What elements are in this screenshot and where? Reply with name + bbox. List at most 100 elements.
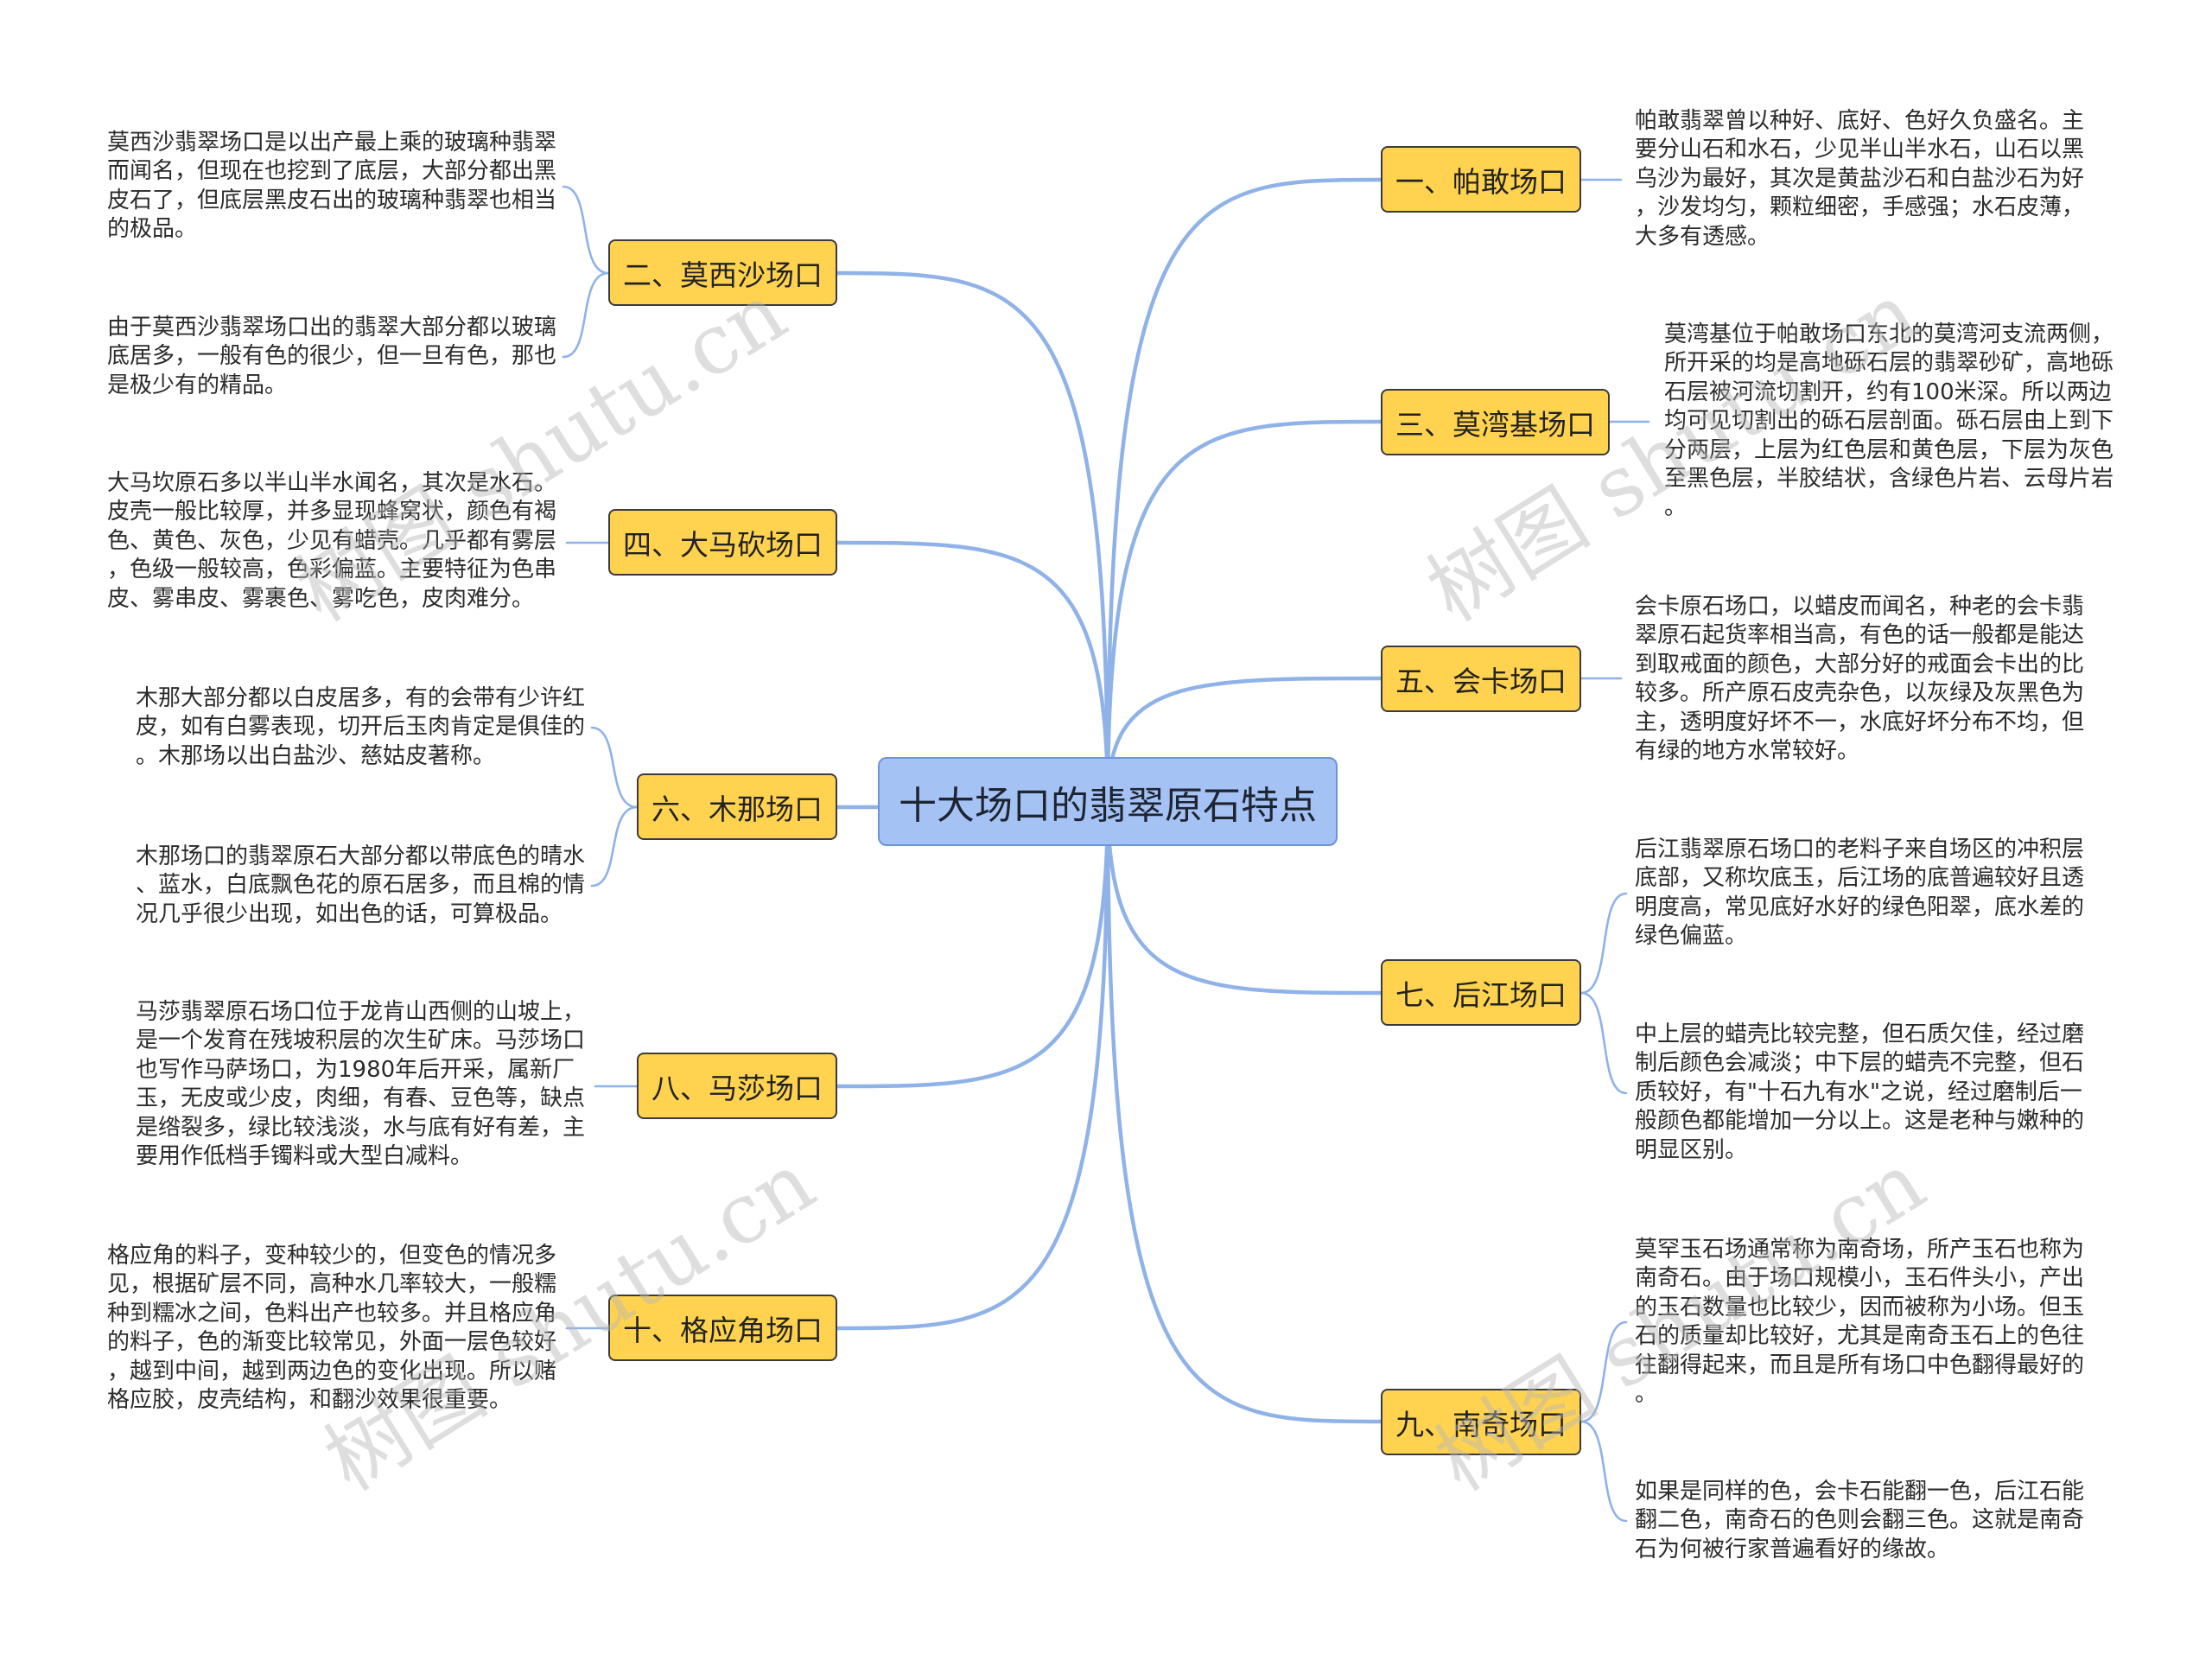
note-moxisha-1: 莫西沙翡翠场口是以出产最上乘的玻璃种翡翠而闻名，但现在也挖到了底层，大部分都出黑…: [107, 129, 556, 245]
note-masha: 马莎翡翠原石场口位于龙肯山西侧的山坡上， 是一个发育在残坡积层的次生矿床。马莎场口…: [136, 998, 585, 1171]
branch-node-masha[interactable]: 八、马莎场口: [637, 1053, 837, 1119]
note-line: 南奇石。由于场口规模小，玉石件头小，产出: [1635, 1265, 2085, 1292]
note-connector-nanqi-2: [1580, 1420, 1628, 1523]
connector-houjiang: [1105, 799, 1383, 996]
note-line: 格应胶，皮壳结构，和翻沙效果很重要。: [107, 1386, 512, 1413]
note-line: 要用作低档手镯料或大型白减料。: [136, 1142, 474, 1169]
note-line: 马莎翡翠原石场口位于龙肯山西侧的山坡上，: [136, 999, 586, 1025]
branch-node-pagan[interactable]: 一、帕敢场口: [1381, 146, 1581, 213]
note-moxisha-2: 由于莫西沙翡翠场口出的翡翠大部分都以玻璃底居多，一般有色的很少，但一旦有色，那也…: [107, 314, 556, 400]
note-houjiang-1: 后江翡翠原石场口的老料子来自场区的冲积层底部，又称坎底玉，后江场的底普遍较好且透…: [1635, 836, 2084, 951]
note-line: 玉，无皮或少皮，肉细，有春、豆色等，缺点: [136, 1085, 586, 1112]
connector-masha: [835, 799, 1110, 1089]
note-line: 由于莫西沙翡翠场口出的翡翠大部分都以玻璃: [107, 315, 557, 340]
note-huika: 会卡原石场口，以蜡皮而闻名，种老的会卡翡翠原石起货率相当高，有色的话一般都是能达…: [1635, 593, 2084, 766]
note-line: 莫西沙翡翠场口是以出产最上乘的玻璃种翡翠: [107, 130, 557, 156]
note-line: 翻二色，南奇石的色则会翻三色。这就是南奇: [1635, 1507, 2085, 1534]
branch-node-huika[interactable]: 五、会卡场口: [1381, 646, 1581, 712]
note-connector-houjiang-1: [1580, 892, 1628, 995]
note-line: 的玉石数量也比较少，因而被称为小场。但玉: [1635, 1294, 2085, 1320]
note-line: 大马坎原石多以半山半水闻名，其次是水石。: [107, 470, 557, 496]
note-line: 至黑色层，半胶结状，含绿色片岩、云母片岩: [1664, 465, 2114, 492]
note-line: 质较好，有"十石九有水"之说，经过磨制后一: [1635, 1078, 2082, 1105]
note-line: 而闻名，但现在也挖到了底层，大部分都出黑: [107, 158, 557, 185]
note-line: 如果是同样的色，会卡石能翻一色，后江石能: [1635, 1479, 2085, 1505]
note-line: ，越到中间，越到两边色的变化出现。所以赌: [107, 1358, 557, 1384]
note-mowanji: 莫湾基位于帕敢场口东北的莫湾河支流两侧， 所开采的均是高地砾石层的翡翠砂矿，高地砾…: [1664, 321, 2113, 523]
note-line: 底部，又称坎底玉，后江场的底普遍较好且透: [1635, 865, 2085, 892]
note-line: 况几乎很少出现，如出色的话，可算极品。: [136, 900, 563, 927]
note-pagan: 帕敢翡翠曾以种好、底好、色好久负盛名。主要分山石和水石，少见半山半水石，山石以黑…: [1635, 107, 2084, 251]
note-line: 木那场口的翡翠原石大部分都以带底色的晴水: [136, 843, 586, 869]
connector-pagan: [1105, 177, 1383, 804]
note-line: 皮、雾串皮、雾裹色、雾吃色，皮肉难分。: [107, 585, 535, 612]
note-line: 到取戒面的颜色，大部分好的戒面会卡出的比: [1635, 651, 2085, 678]
note-line: 见，根据矿层不同，高种水几率较大，一般糯: [107, 1271, 557, 1298]
note-damakan: 大马坎原石多以半山半水闻名，其次是水石。皮壳一般比较厚，并多显现蜂窝状，颜色有褐…: [107, 469, 556, 614]
note-connector-moxisha-1: [562, 185, 610, 275]
connector-mowanji: [1105, 419, 1383, 804]
note-line: 绿色偏蓝。: [1635, 923, 1748, 950]
note-line: 制后颜色会减淡；中下层的蜡壳不完整，但石: [1635, 1050, 2085, 1077]
note-line: 皮，如有白雾表现，切开后玉肉肯定是俱佳的: [136, 714, 586, 741]
note-line: 中上层的蜡壳比较完整，但石质欠佳，经过磨: [1635, 1021, 2085, 1047]
note-line: 帕敢翡翠曾以种好、底好、色好久负盛名。主: [1635, 108, 2085, 134]
branch-node-mowanji[interactable]: 三、莫湾基场口: [1381, 389, 1610, 455]
note-line: 大多有透感。: [1635, 223, 1770, 250]
note-line: 明显区别。: [1635, 1136, 1748, 1163]
note-line: 是一个发育在残坡积层的次生矿床。马莎场口: [136, 1028, 586, 1054]
connector-moxisha: [835, 270, 1110, 804]
connector-geyingjiao: [835, 799, 1110, 1331]
note-line: 的极品。: [107, 216, 198, 243]
note-line: 较多。所产原石皮壳杂色，以灰绿及灰黑色为: [1635, 680, 2085, 707]
connector-nanqi: [1105, 799, 1383, 1424]
note-line: ，沙发均匀，颗粒细密，手感强；水石皮薄，: [1635, 194, 2085, 221]
note-connector-muna-1: [590, 726, 639, 809]
note-line: ，色级一般较高，色彩偏蓝。主要特征为色串: [107, 557, 557, 583]
note-line: 会卡原石场口，以蜡皮而闻名，种老的会卡翡: [1635, 594, 2085, 620]
note-line: 种到糯冰之间，色料出产也较多。并且格应角: [107, 1300, 557, 1327]
note-line: 的料子，色的渐变比较常见，外面一层色较好: [107, 1329, 557, 1356]
note-line: 。木那场以出白盐沙、慈姑皮著称。: [136, 742, 496, 769]
note-line: 般颜色都能增加一分以上。这是老种与嫩种的: [1635, 1108, 2085, 1135]
note-line: 明度高，常见底好水好的绿色阳翠，底水差的: [1635, 894, 2085, 920]
note-nanqi-1: 莫罕玉石场通常称为南奇场，所产玉石也称为南奇石。由于场口规模小，玉石件头小，产出…: [1635, 1236, 2084, 1409]
branch-node-muna[interactable]: 六、木那场口: [637, 773, 837, 840]
connector-damakan: [835, 540, 1110, 804]
note-line: 是绺裂多，绿比较浅淡，水与底有好有差，主: [136, 1114, 586, 1141]
branch-node-damakan[interactable]: 四、大马砍场口: [608, 509, 837, 576]
note-line: 主，透明度好坏不一，水底好坏分布不均，但: [1635, 709, 2085, 735]
note-line: 石为何被行家普遍看好的缘故。: [1635, 1536, 1950, 1562]
note-line: 莫湾基位于帕敢场口东北的莫湾河支流两侧，: [1664, 321, 2114, 347]
note-geyingjiao: 格应角的料子，变种较少的，但变色的情况多见，根据矿层不同，高种水几率较大，一般糯…: [107, 1242, 556, 1415]
note-line: 均可见切割出的砾石层剖面。砾石层由上到下: [1664, 408, 2114, 435]
note-line: 乌沙为最好，其次是黄盐沙石和白盐沙石为好: [1635, 165, 2085, 192]
note-muna-1: 木那大部分都以白皮居多，有的会带有少许红皮，如有白雾表现，切开后玉肉肯定是俱佳的…: [136, 684, 585, 771]
branch-node-moxisha[interactable]: 二、莫西沙场口: [608, 239, 837, 306]
note-line: 格应角的料子，变种较少的，但变色的情况多: [107, 1243, 557, 1269]
branch-node-houjiang[interactable]: 七、后江场口: [1381, 959, 1581, 1026]
note-line: 石的质量却比较好，尤其是南奇玉石上的色往: [1635, 1323, 2085, 1350]
note-connector-houjiang-2: [1580, 991, 1628, 1095]
note-line: 后江翡翠原石场口的老料子来自场区的冲积层: [1635, 837, 2085, 862]
note-line: 色、黄色、灰色，少见有蜡壳。几乎都有雾层: [107, 527, 557, 554]
note-line: 是极少有的精品。: [107, 372, 288, 398]
note-connector-nanqi-1: [1580, 1320, 1628, 1423]
note-line: 皮壳一般比较厚，并多显现蜂窝状，颜色有褐: [107, 499, 557, 525]
note-line: 所开采的均是高地砾石层的翡翠砂矿，高地砾: [1664, 350, 2114, 377]
branch-node-geyingjiao[interactable]: 十、格应角场口: [608, 1295, 837, 1361]
note-line: 、蓝水，白底飘色花的原石居多，而且棉的情: [136, 872, 586, 899]
note-line: 石层被河流切割开，约有100米深。所以两边: [1664, 379, 2112, 405]
note-line: 翠原石起货率相当高，有色的话一般都是能达: [1635, 622, 2085, 649]
branch-node-nanqi[interactable]: 九、南奇场口: [1381, 1389, 1581, 1455]
note-line: 底居多，一般有色的很少，但一旦有色，那也: [107, 343, 557, 370]
note-houjiang-2: 中上层的蜡壳比较完整，但石质欠佳，经过磨制后颜色会减淡；中下层的蜡壳不完整，但石…: [1635, 1021, 2084, 1165]
note-connector-muna-2: [590, 805, 639, 888]
central-topic[interactable]: 十大场口的翡翠原石特点: [878, 757, 1338, 846]
note-line: 。: [1664, 494, 1688, 521]
note-line: 往翻得起来，而且是所有场口中色翻得最好的: [1635, 1352, 2085, 1378]
note-muna-2: 木那场口的翡翠原石大部分都以带底色的晴水、蓝水，白底飘色花的原石居多，而且棉的情…: [136, 843, 585, 929]
note-connector-moxisha-2: [562, 271, 610, 359]
